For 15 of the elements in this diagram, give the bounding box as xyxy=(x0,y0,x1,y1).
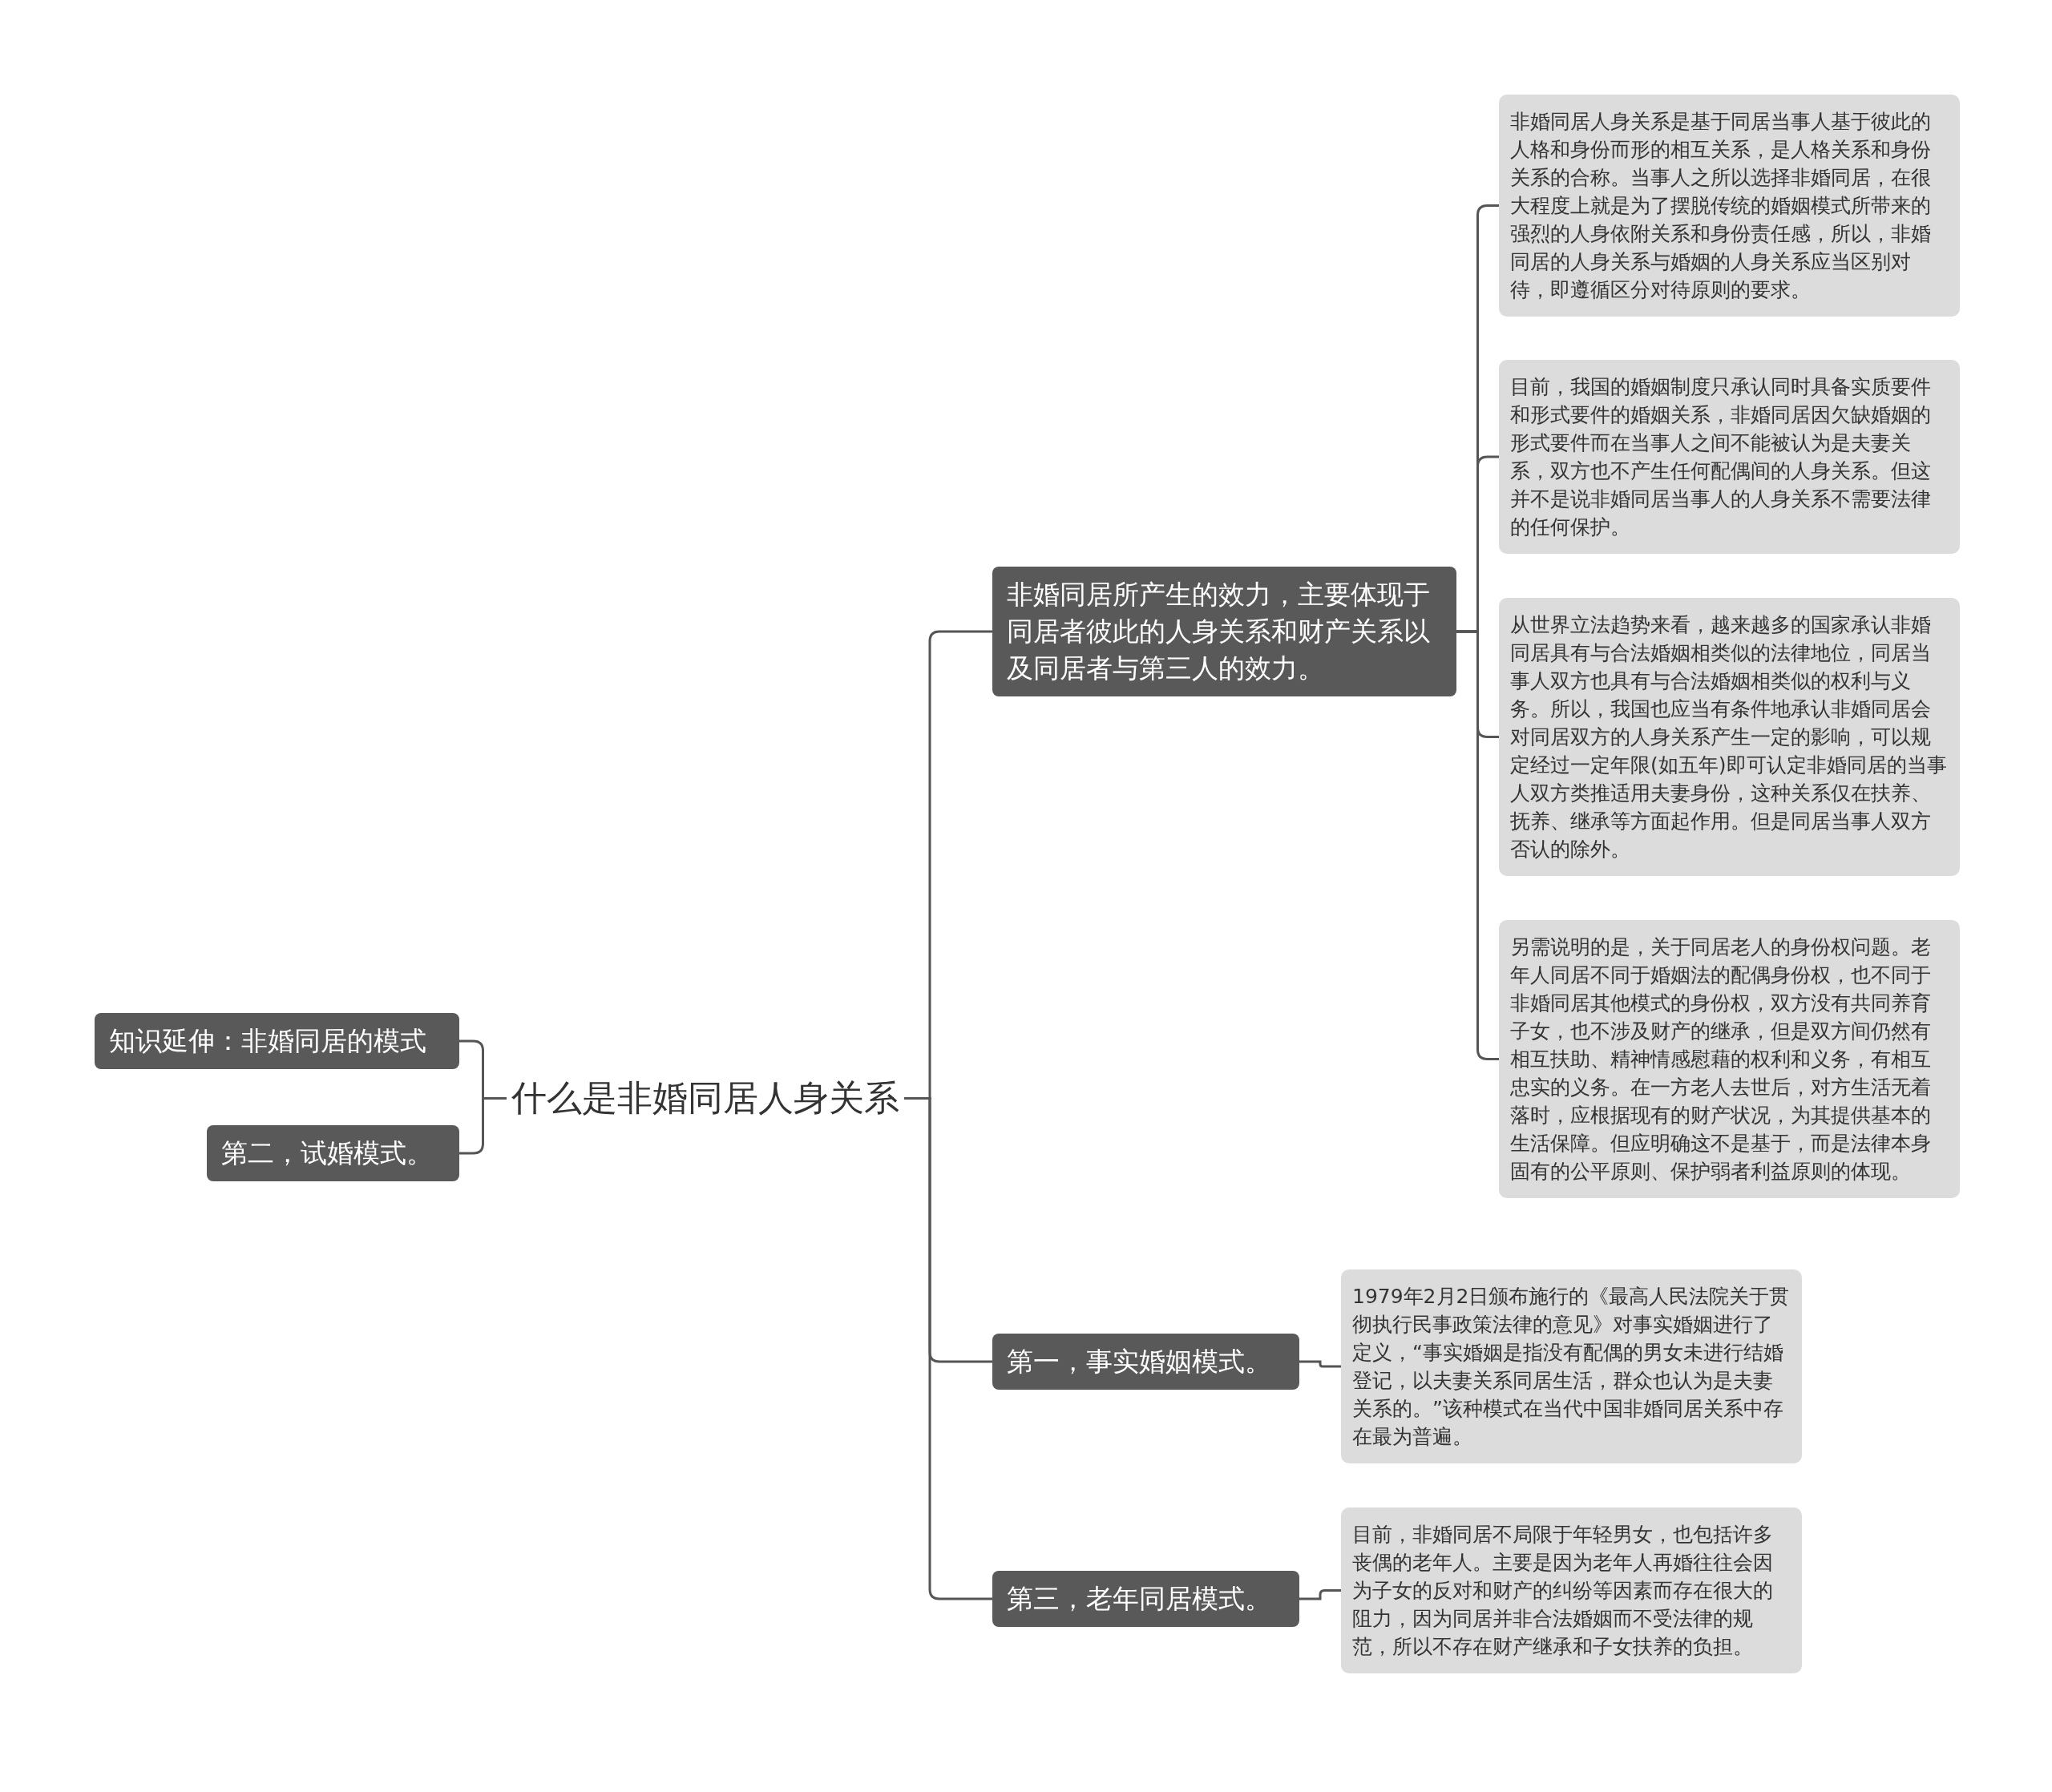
topic-box: 知识延伸：非婚同居的模式 xyxy=(95,1013,459,1069)
topic-box: 第三，老年同居模式。 xyxy=(992,1571,1299,1627)
note-box: 非婚同居人身关系是基于同居当事人基于彼此的人格和身份而形的相互关系，是人格关系和身份关系的合称。当事人之所以选择非婚同居，在很大程度上就是为了摆脱传统的婚姻模式所带来的强烈的人身依附关系和身份责任感，所以，非婚同居的人身关系与婚姻的人身关系应当区别对待，即遵循区分对待原则的要求。 xyxy=(1499,95,1960,317)
note-box: 另需说明的是，关于同居老人的身份权问题。老年人同居不同于婚姻法的配偶身份权，也不同于非婚同居其他模式的身份权，双方没有共同养育子女，也不涉及财产的继承，但是双方间仍然有相互扶助、精神情感慰藉的权利和义务，有相互忠实的义务。在一方老人去世后，对方生活无着落时，应根据现有的财产状况，为其提供基本的生活保障。但应明确这不是基于，而是法律本身固有的公平原则、保护弱者利益原则的体现。 xyxy=(1499,920,1960,1198)
topic-box: 第二，试婚模式。 xyxy=(207,1125,459,1181)
connector-line xyxy=(1299,1589,1341,1600)
topic-box: 非婚同居所产生的效力，主要体现于同居者彼此的人身关系和财产关系以及同居者与第三人的效力。 xyxy=(992,567,1456,696)
connector-line xyxy=(1299,1360,1341,1368)
note-box: 从世界立法趋势来看，越来越多的国家承认非婚同居具有与合法婚姻相类似的法律地位，同居当事人双方也具有与合法婚姻相类似的权利与义务。所以，我国也应当有条件地承认非婚同居会对同居双方的人身关系产生一定的影响，可以规定经过一定年限(如五年)即可认定非婚同居的当事人双方类推适用夫妻身份，这种关系仅在扶养、抚养、继承等方面起作用。但是同居当事人双方否认的除外。 xyxy=(1499,598,1960,876)
note-box: 目前，非婚同居不局限于年轻男女，也包括许多丧偶的老年人。主要是因为老年人再婚往往会因为子女的反对和财产的纠纷等因素而存在很大的阻力，因为同居并非合法婚姻而不受法律的规范，所以不存在财产继承和子女扶养的负担。 xyxy=(1341,1507,1802,1673)
note-box: 1979年2月2日颁布施行的《最高人民法院关于贯彻执行民事政策法律的意见》对事实婚姻进行了定义，“事实婚姻是指没有配偶的男女未进行结婚登记，以夫妻关系同居生活，群众也认为是夫妻关系的。”该种模式在当代中国非婚同居关系中存在最为普遍。 xyxy=(1341,1269,1802,1463)
central-topic: 什么是非婚同居人身关系 xyxy=(507,1071,904,1126)
note-box: 目前，我国的婚姻制度只承认同时具备实质要件和形式要件的婚姻关系，非婚同居因欠缺婚姻的形式要件而在当事人之间不能被认为是夫妻关系，双方也不产生任何配偶间的人身关系。但这并不是说非婚同居当事人的人身关系不需要法律的任何保护。 xyxy=(1499,360,1960,554)
connector-line xyxy=(904,1096,992,1600)
topic-box: 第一，事实婚姻模式。 xyxy=(992,1334,1299,1390)
